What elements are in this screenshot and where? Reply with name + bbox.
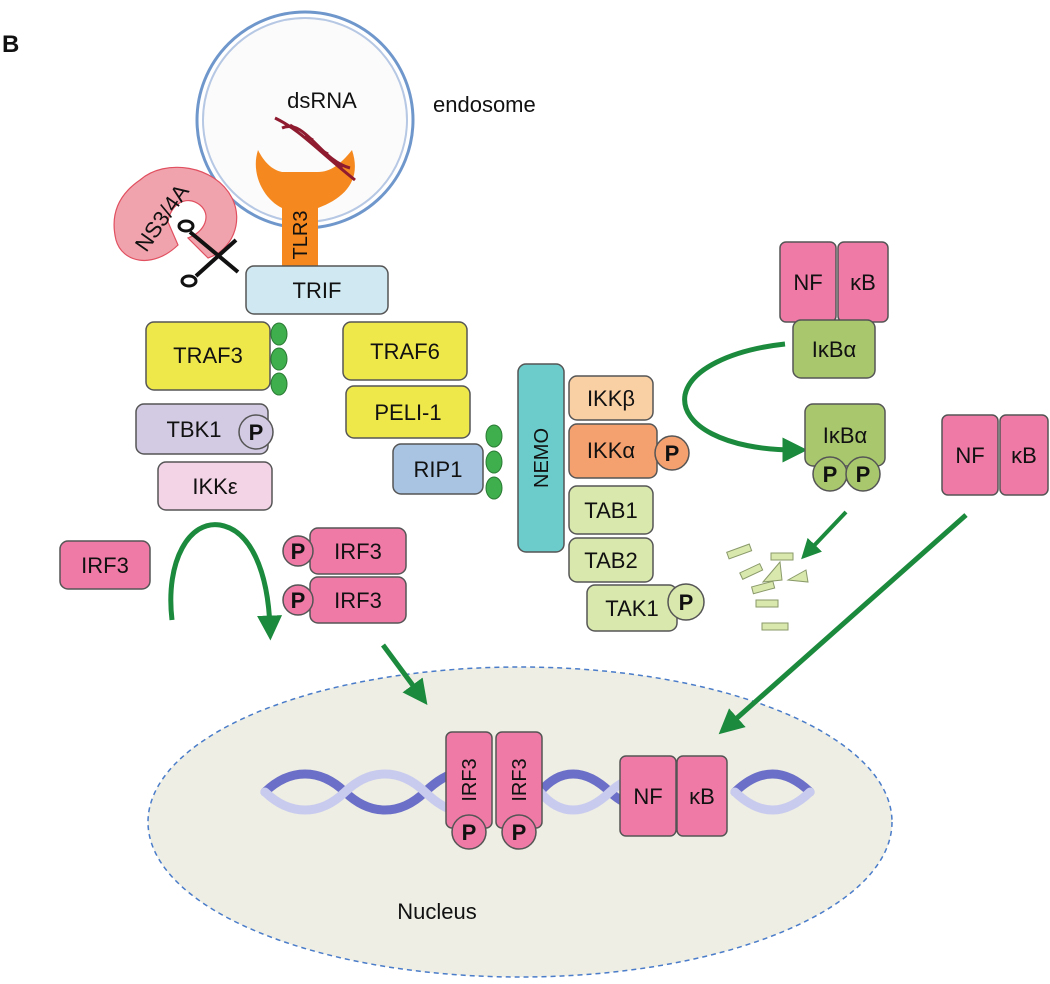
dsrna-label: dsRNA	[287, 88, 357, 113]
ikba-release-arrow	[682, 341, 808, 463]
ikba-bound-box	[792, 319, 876, 379]
kb-subunit-top-label: κB	[850, 270, 876, 295]
nf-subunit-top-label: NF	[793, 270, 822, 295]
ikk-beta-box	[568, 375, 654, 421]
ubiquitin-chain-rip1	[485, 424, 503, 500]
traf3-box	[145, 321, 271, 391]
ikk-alpha-label: IKKα	[587, 438, 635, 463]
irf3-dna-right-label: IRF3	[509, 758, 531, 801]
traf6-label: TRAF6	[370, 339, 440, 364]
tak1-phospho-label: P	[679, 590, 694, 615]
ikba-phospho-badge-right	[845, 456, 881, 492]
irf3-activation-arrow	[168, 522, 283, 641]
irf3-inactive-box	[59, 540, 151, 590]
tlr3-receptor	[255, 150, 355, 268]
scissors-icon	[177, 219, 240, 288]
kb-subunit-dna-label: κB	[689, 784, 715, 809]
trif-label: TRIF	[293, 278, 342, 303]
tab1-label: TAB1	[584, 498, 637, 523]
peli1-label: PELI-1	[374, 400, 441, 425]
irf3-dimer-bottom-phospho-label: P	[291, 588, 306, 613]
panel-label: B	[2, 31, 19, 58]
degraded-fragments	[726, 543, 809, 631]
trif-box	[245, 265, 389, 315]
rip1-label: RIP1	[414, 457, 463, 482]
irf3-dna-left-label: IRF3	[459, 758, 481, 801]
irf3-dimer-bottom-phospho	[282, 584, 314, 616]
ikk-epsilon-box	[157, 461, 273, 511]
tak1-phospho-badge	[667, 583, 705, 621]
ubiquitin-chain-traf3	[270, 322, 288, 396]
ikba-phospho-label: IκBα	[823, 423, 868, 448]
irf3-dna-left-phospho	[451, 814, 487, 850]
tbk1-label: TBK1	[166, 417, 221, 442]
peli1-box	[345, 385, 471, 439]
irf3-dimer-top-label: IRF3	[334, 539, 382, 564]
ns3-4a-protease	[113, 166, 238, 261]
kb-subunit-free	[999, 414, 1049, 496]
nucleus-label: Nucleus	[397, 899, 476, 924]
traf3-label: TRAF3	[173, 343, 243, 368]
irf3-dimer-bottom-label: IRF3	[334, 588, 382, 613]
nf-subunit-free	[941, 414, 999, 496]
ikba-degradation-arrow	[801, 510, 848, 560]
tbk1-phospho-badge	[238, 414, 274, 450]
ikba-phospho-badge-left-label: P	[823, 462, 838, 487]
irf3-dna-right-phospho-label: P	[512, 820, 527, 845]
nf-subunit-free-label: NF	[955, 443, 984, 468]
ikk-alpha-phospho-label: P	[665, 441, 680, 466]
ikk-beta-label: IKKβ	[587, 386, 635, 411]
nfkb-nuclear-arrow	[718, 513, 968, 735]
kb-subunit-dna	[676, 755, 728, 837]
rip1-box	[392, 443, 484, 495]
ikba-phospho-badge-right-label: P	[856, 462, 871, 487]
tab2-label: TAB2	[584, 548, 637, 573]
irf3-nuclear-arrow	[380, 643, 428, 706]
irf3-dimer-top-phospho	[282, 535, 314, 567]
nf-subunit-dna-label: NF	[633, 784, 662, 809]
tab1-box	[568, 485, 654, 535]
irf3-dna-left-phospho-label: P	[462, 820, 477, 845]
irf3-inactive-label: IRF3	[81, 553, 129, 578]
nf-subunit-dna	[619, 755, 677, 837]
tbk1-phospho-label: P	[249, 420, 264, 445]
traf6-box	[342, 321, 468, 381]
ikk-alpha-phospho-badge	[654, 435, 690, 471]
tlr3-label: TLR3	[290, 211, 312, 260]
nemo-box	[517, 363, 565, 553]
kb-subunit-free-label: κB	[1011, 443, 1037, 468]
endosome-label: endosome	[433, 92, 536, 117]
irf3-dna-right-phospho	[501, 814, 537, 850]
tak1-label: TAK1	[605, 596, 658, 621]
ikba-bound-label: IκBα	[812, 337, 857, 362]
dsrna-helix	[274, 116, 356, 182]
nemo-label: NEMO	[531, 428, 553, 488]
irf3-dimer-top-phospho-label: P	[291, 539, 306, 564]
tab2-box	[568, 537, 654, 583]
ikk-epsilon-label: IKKε	[192, 474, 237, 499]
